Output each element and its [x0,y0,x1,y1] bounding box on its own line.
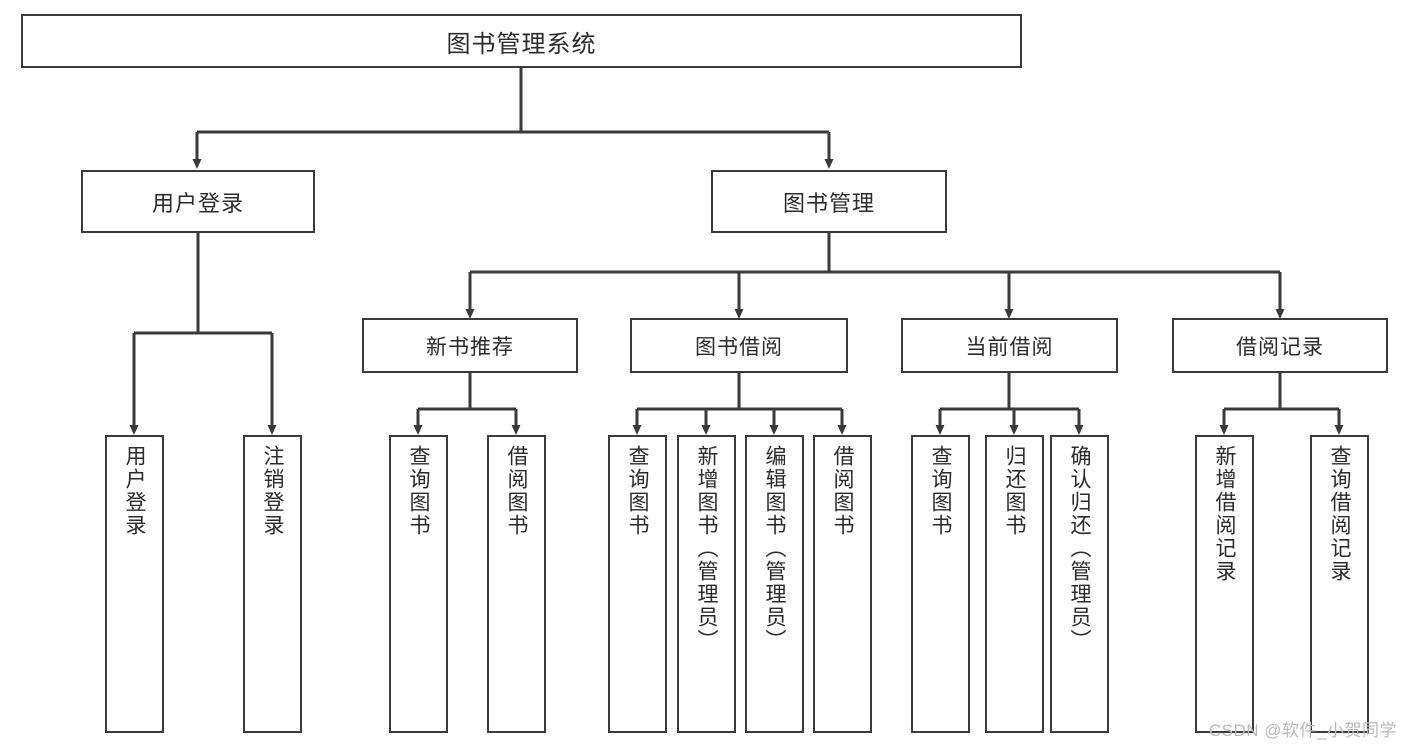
node-current-borrow-label: 当前借阅 [965,335,1054,359]
node-book-borrow[interactable]: 图书借阅 [630,318,848,373]
leaf-add-borrow-record[interactable]: 新增借阅记录 [1195,435,1254,733]
leaf-add-book-admin-label: 新增图书（管理员） [695,445,718,652]
leaf-query-book-current[interactable]: 查询图书 [911,435,970,733]
leaf-confirm-return-admin[interactable]: 确认归还（管理员） [1050,435,1109,733]
leaf-user-login[interactable]: 用户登录 [105,435,164,733]
node-root-label: 图书管理系统 [446,30,597,58]
node-book-management[interactable]: 图书管理 [711,170,947,233]
leaf-confirm-return-admin-label: 确认归还（管理员） [1068,445,1091,652]
leaf-borrow-book-newbook[interactable]: 借阅图书 [487,435,546,733]
leaf-edit-book-admin-label: 编辑图书（管理员） [763,445,786,652]
leaf-borrow-book-newbook-label: 借阅图书 [505,445,528,537]
leaf-add-borrow-record-label: 新增借阅记录 [1213,445,1236,583]
leaf-query-book-current-label: 查询图书 [929,445,952,537]
node-new-book-recommend[interactable]: 新书推荐 [362,318,578,373]
leaf-query-book-newbook-label: 查询图书 [407,445,430,537]
leaf-return-book-label: 归还图书 [1003,445,1026,537]
node-borrow-record-label: 借阅记录 [1236,335,1324,359]
node-book-borrow-label: 图书借阅 [695,335,783,359]
leaf-borrow-book[interactable]: 借阅图书 [813,435,872,733]
node-borrow-record[interactable]: 借阅记录 [1172,318,1388,373]
leaf-add-book-admin[interactable]: 新增图书（管理员） [677,435,736,733]
node-book-management-label: 图书管理 [782,190,875,216]
leaf-borrow-book-label: 借阅图书 [831,445,854,537]
node-user-login-label: 用户登录 [151,190,244,216]
node-current-borrow[interactable]: 当前借阅 [901,318,1118,373]
leaf-query-book-newbook[interactable]: 查询图书 [389,435,448,733]
leaf-return-book[interactable]: 归还图书 [985,435,1044,733]
leaf-query-borrow-record[interactable]: 查询借阅记录 [1310,435,1369,733]
leaf-query-borrow-record-label: 查询借阅记录 [1328,445,1351,583]
leaf-user-login-label: 用户登录 [123,445,146,537]
leaf-logout[interactable]: 注销登录 [243,435,302,733]
csdn-watermark: CSDN @软件_小贺同学 [1208,721,1397,740]
node-root-system[interactable]: 图书管理系统 [21,14,1022,68]
node-new-book-recommend-label: 新书推荐 [426,335,514,359]
node-user-login[interactable]: 用户登录 [81,170,315,233]
leaf-logout-label: 注销登录 [261,445,284,537]
leaf-query-book-borrow[interactable]: 查询图书 [608,435,667,733]
leaf-query-book-borrow-label: 查询图书 [626,445,649,537]
leaf-edit-book-admin[interactable]: 编辑图书（管理员） [745,435,804,733]
